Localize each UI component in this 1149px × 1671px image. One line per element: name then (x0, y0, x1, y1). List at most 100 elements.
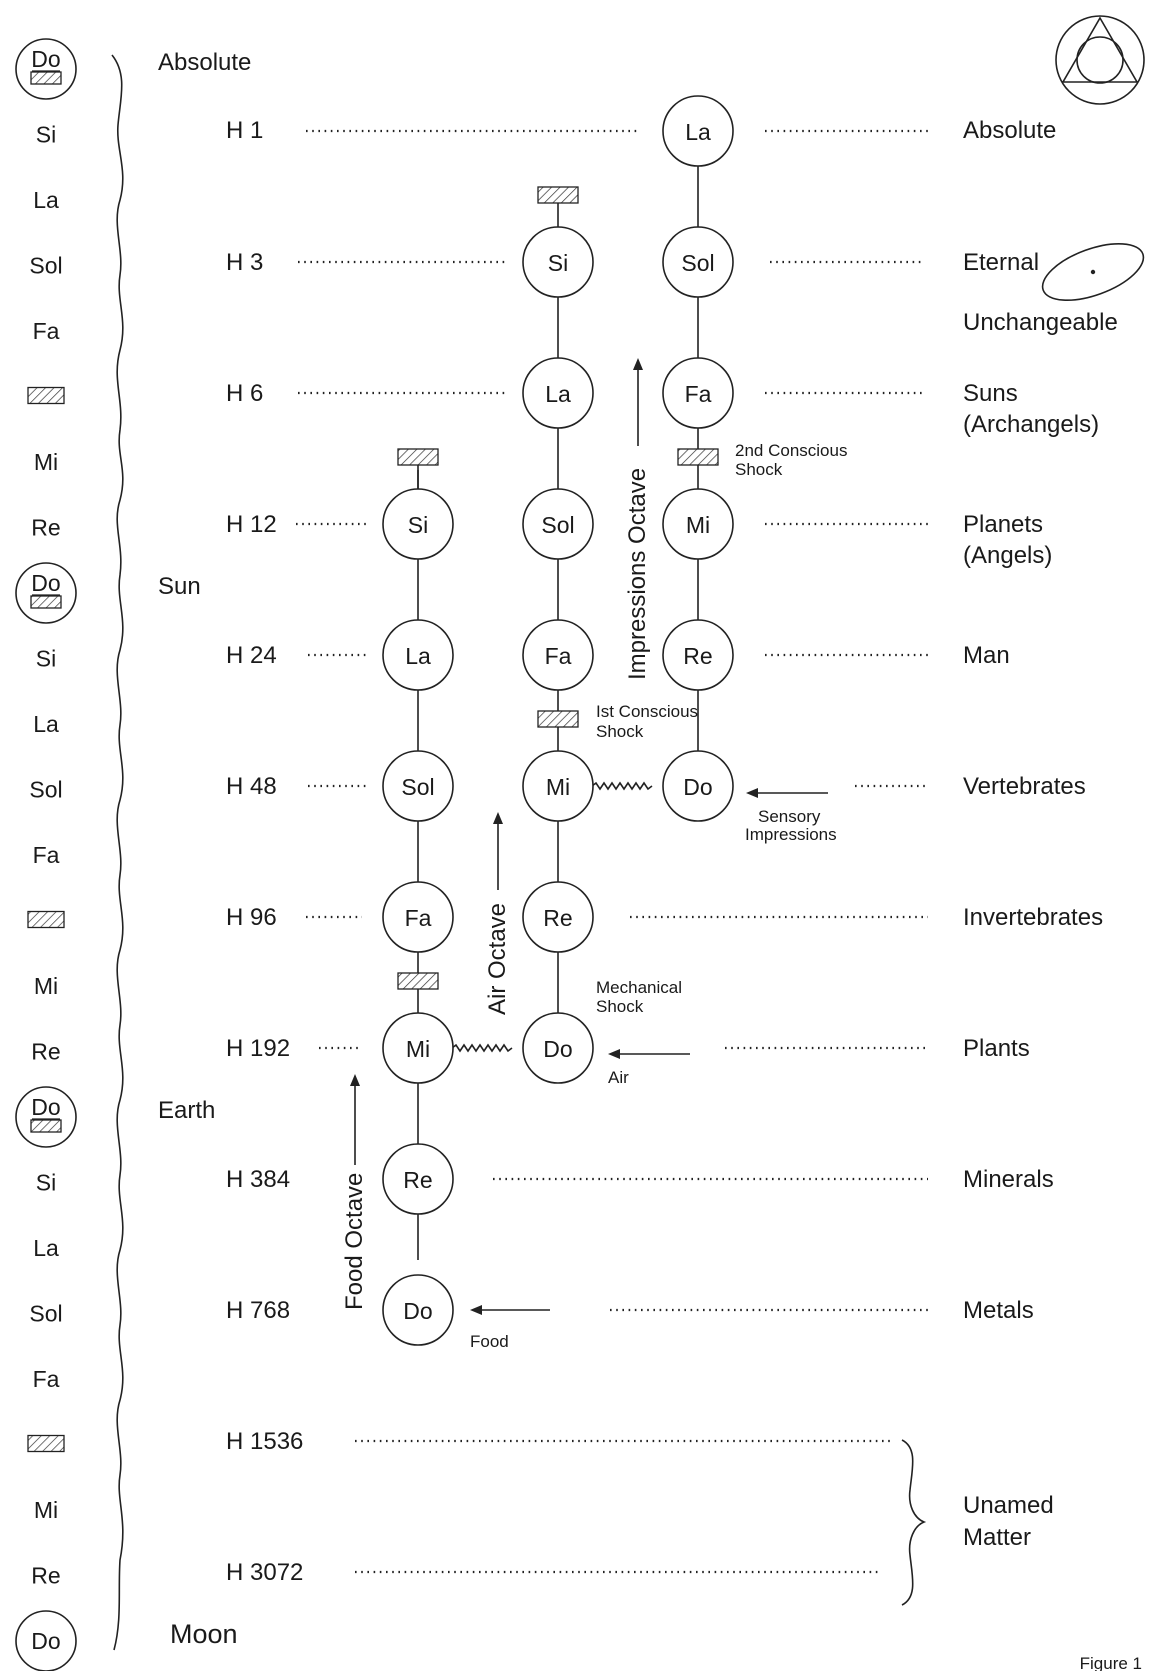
scale-note-label: Sol (29, 1301, 62, 1327)
scale-note-label: Fa (33, 318, 60, 344)
scale-note-label: Do (31, 1094, 60, 1120)
impressions-octave-note-label: Re (683, 643, 712, 669)
impressions-octave-note-circle (662, 357, 734, 429)
second-conscious-shock-label-line1: 2nd Conscious (735, 441, 847, 460)
second-conscious-shock-label-line2: Shock (735, 460, 783, 479)
air-octave-arrowhead (493, 812, 503, 824)
scale-note-label: La (33, 187, 59, 213)
category-label-plants: Plants (963, 1035, 1030, 1062)
impressions-octave-note-label: Fa (685, 381, 712, 407)
scale-note-label: Fa (33, 842, 60, 868)
impressions-octave-note-label: Sol (681, 250, 714, 276)
scale-note-label: Sol (29, 777, 62, 803)
air-octave-note-circle (522, 750, 594, 822)
ellipse-dot-symbol-icon (1041, 242, 1145, 302)
hydrogen-label-h24: H 24 (226, 642, 277, 669)
hatched-interval-icon (30, 71, 62, 85)
scale-note-label: Si (36, 1170, 56, 1196)
air-octave-note-circle (522, 881, 594, 953)
hatched-interval-icon (397, 972, 439, 990)
first-conscious-shock-label-line1: Ist Conscious (596, 702, 698, 721)
body-label-earth: Earth (158, 1097, 215, 1124)
hatched-interval-icon (27, 386, 65, 405)
air-impressions-connection (591, 781, 653, 791)
hydrogen-label-h48: H 48 (226, 773, 277, 800)
scale-note-label: La (33, 1235, 59, 1261)
air-octave-note-label: Re (543, 905, 572, 931)
hydrogen-label-h96: H 96 (226, 904, 277, 931)
air-octave-note-label: La (545, 381, 571, 407)
category-label-man: Man (963, 642, 1010, 669)
scale-note-label: Fa (33, 1366, 60, 1392)
food-octave-note-circle (382, 750, 454, 822)
impressions-octave-arrowhead (633, 358, 643, 370)
air-octave-note-circle (522, 357, 594, 429)
hydrogen-label-h3: H 3 (226, 249, 263, 276)
category-label-eternal: Eternal (963, 249, 1039, 276)
impressions-octave-note-label: Mi (686, 512, 710, 538)
impressions-octave-note-circle (662, 226, 734, 298)
food-octave-note-label: La (405, 643, 431, 669)
scale-note-label: Mi (34, 449, 58, 475)
hydrogen-label-h384: H 384 (226, 1166, 290, 1193)
scale-note-label: Mi (34, 1497, 58, 1523)
food-octave-note-circle (382, 1012, 454, 1084)
food-octave-arrowhead (350, 1074, 360, 1086)
impressions-octave-note-label: La (685, 119, 711, 145)
food-octave-note-circle (382, 881, 454, 953)
scale-note-label: Si (36, 646, 56, 672)
sensory-input-arrowhead (746, 788, 758, 798)
impressions-octave-note-circle (662, 750, 734, 822)
category-label-minerals: Minerals (963, 1166, 1054, 1193)
scale-note-label: Do (31, 46, 60, 72)
air-input-label: Air (608, 1068, 629, 1087)
impressions-octave-label: Impressions Octave (624, 468, 651, 680)
air-octave-label: Air Octave (484, 903, 511, 1015)
unnamed-matter-label-line2: Matter (963, 1524, 1031, 1551)
leader-lines (296, 129, 928, 1574)
category-label-suns: Suns (963, 380, 1018, 407)
air-octave-note-circle (522, 226, 594, 298)
impressions-octave-note-circle (662, 619, 734, 691)
category-label-angels: (Angels) (963, 542, 1052, 569)
hatched-interval-icon (30, 595, 62, 609)
hydrogen-label-h12: H 12 (226, 511, 277, 538)
category-label-vertebrates: Vertebrates (963, 773, 1086, 800)
category-label-unchangeable: Unchangeable (963, 309, 1118, 336)
unnamed-matter-label-line1: Unamed (963, 1492, 1054, 1519)
unnamed-matter-brace (901, 1439, 927, 1606)
sensory-input-label-line2: Impressions (745, 825, 837, 844)
hydrogen-label-h1536: H 1536 (226, 1428, 303, 1455)
scale-note-label: Re (31, 515, 60, 541)
category-label-invertebrates: Invertebrates (963, 904, 1103, 931)
air-octave-note-circle (522, 488, 594, 560)
air-octave-note-label: Mi (546, 774, 570, 800)
category-label-planets: Planets (963, 511, 1043, 538)
scale-note-label: Do (31, 570, 60, 596)
body-label-sun: Sun (158, 573, 201, 600)
triangle-circle-symbol-icon (1055, 15, 1145, 105)
scale-note-label: Re (31, 1563, 60, 1589)
air-octave-note-label: Si (548, 250, 568, 276)
food-input-arrowhead (470, 1305, 482, 1315)
food-input-label: Food (470, 1332, 509, 1351)
hydrogen-label-h768: H 768 (226, 1297, 290, 1324)
air-octave-note-label: Fa (545, 643, 572, 669)
category-label-absolute: Absolute (963, 117, 1056, 144)
food-octave-note-label: Do (403, 1298, 432, 1324)
hydrogen-label-h3072: H 3072 (226, 1559, 303, 1586)
food-octave-note-circle (382, 619, 454, 691)
hatched-interval-icon (30, 1119, 62, 1133)
food-octave-note-label: Fa (405, 905, 432, 931)
scale-notes-column: DoSiLaSolFaMiReDoSiLaSolFaMiReDoSiLaSolF… (15, 38, 77, 1671)
mechanical-shock-label-line1: Mechanical (596, 978, 682, 997)
hatched-interval-icon (537, 186, 579, 204)
food-octave-note-label: Re (403, 1167, 432, 1193)
food-octave-note-label: Mi (406, 1036, 430, 1062)
air-octave-note-label: Sol (541, 512, 574, 538)
air-octave-note-circle (522, 619, 594, 691)
hydrogen-label-h192: H 192 (226, 1035, 290, 1062)
body-label-absolute: Absolute (158, 49, 251, 76)
